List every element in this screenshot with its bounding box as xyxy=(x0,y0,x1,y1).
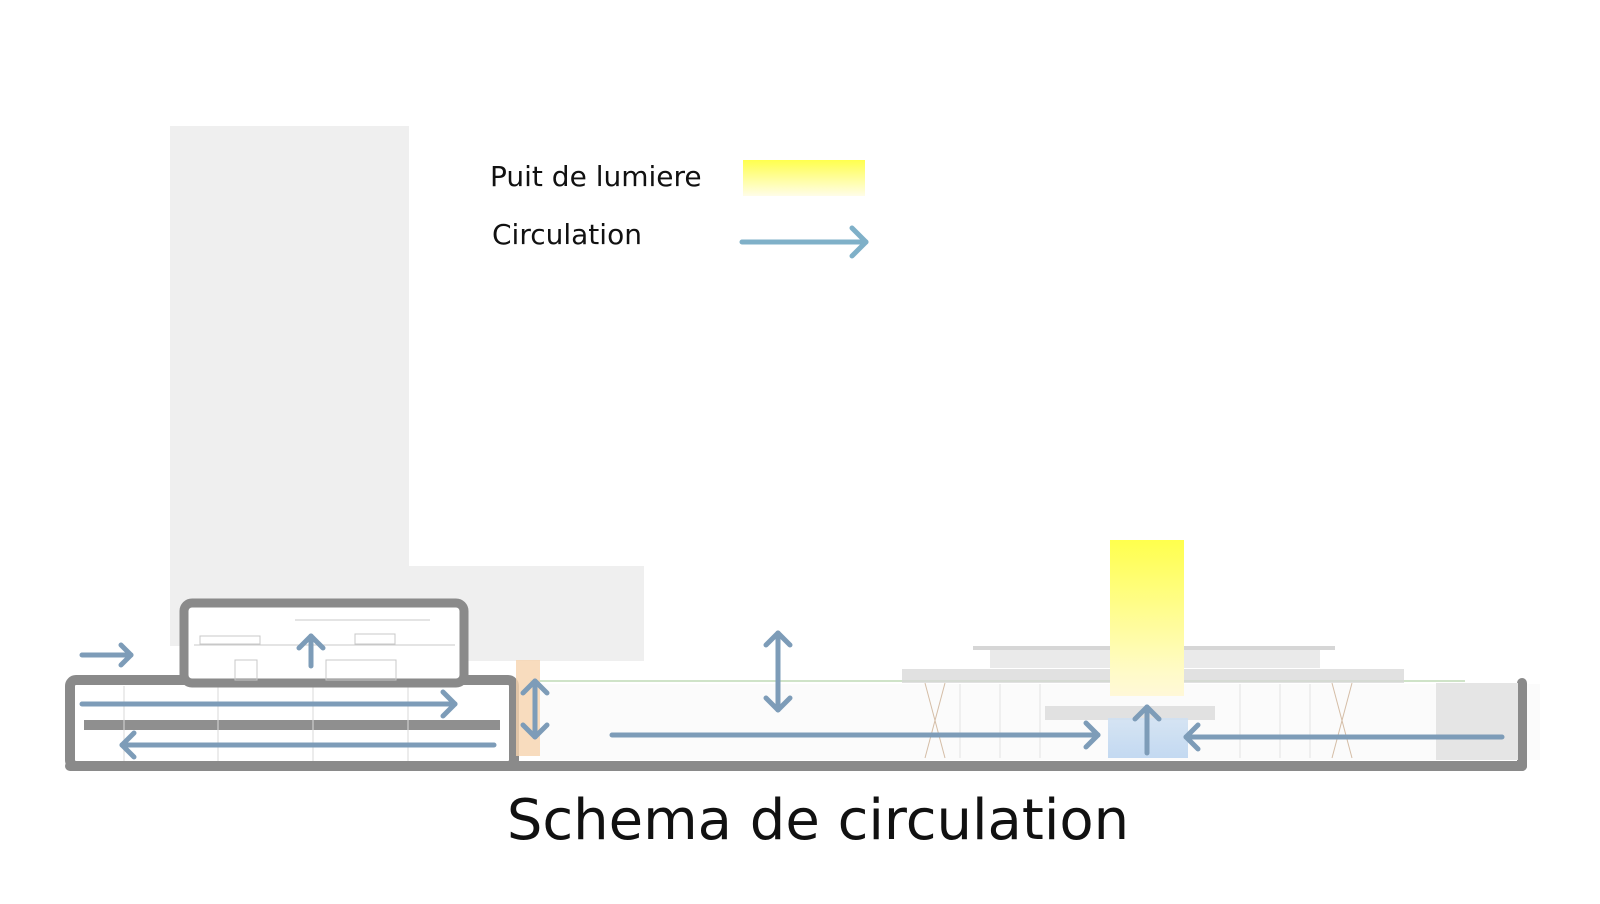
circulation-arrow-well-up xyxy=(1132,704,1162,756)
light-well-swatch xyxy=(743,160,865,196)
legend xyxy=(739,160,869,259)
legend-circulation-label: Circulation xyxy=(492,218,642,251)
circulation-arrows xyxy=(79,630,1505,760)
left-pavilion xyxy=(179,598,469,688)
diagram-title: Schema de circulation xyxy=(506,788,1130,853)
circulation-arrow-hall-left xyxy=(1183,722,1505,752)
circulation-arrow-entrance xyxy=(79,642,134,668)
circulation-arrow-stair xyxy=(520,678,550,740)
circulation-arrow-level-1 xyxy=(79,689,458,719)
circulation-arrow-pavilion-up xyxy=(296,633,326,669)
light-well xyxy=(1110,540,1184,696)
background-building xyxy=(170,126,644,661)
circulation-arrow-level-2 xyxy=(119,730,497,760)
arrow-right-icon xyxy=(739,225,869,259)
circulation-arrow-hall-right xyxy=(609,720,1101,750)
legend-light-well-label: Puit de lumiere xyxy=(490,160,702,193)
circulation-arrow-vertical xyxy=(763,630,793,713)
